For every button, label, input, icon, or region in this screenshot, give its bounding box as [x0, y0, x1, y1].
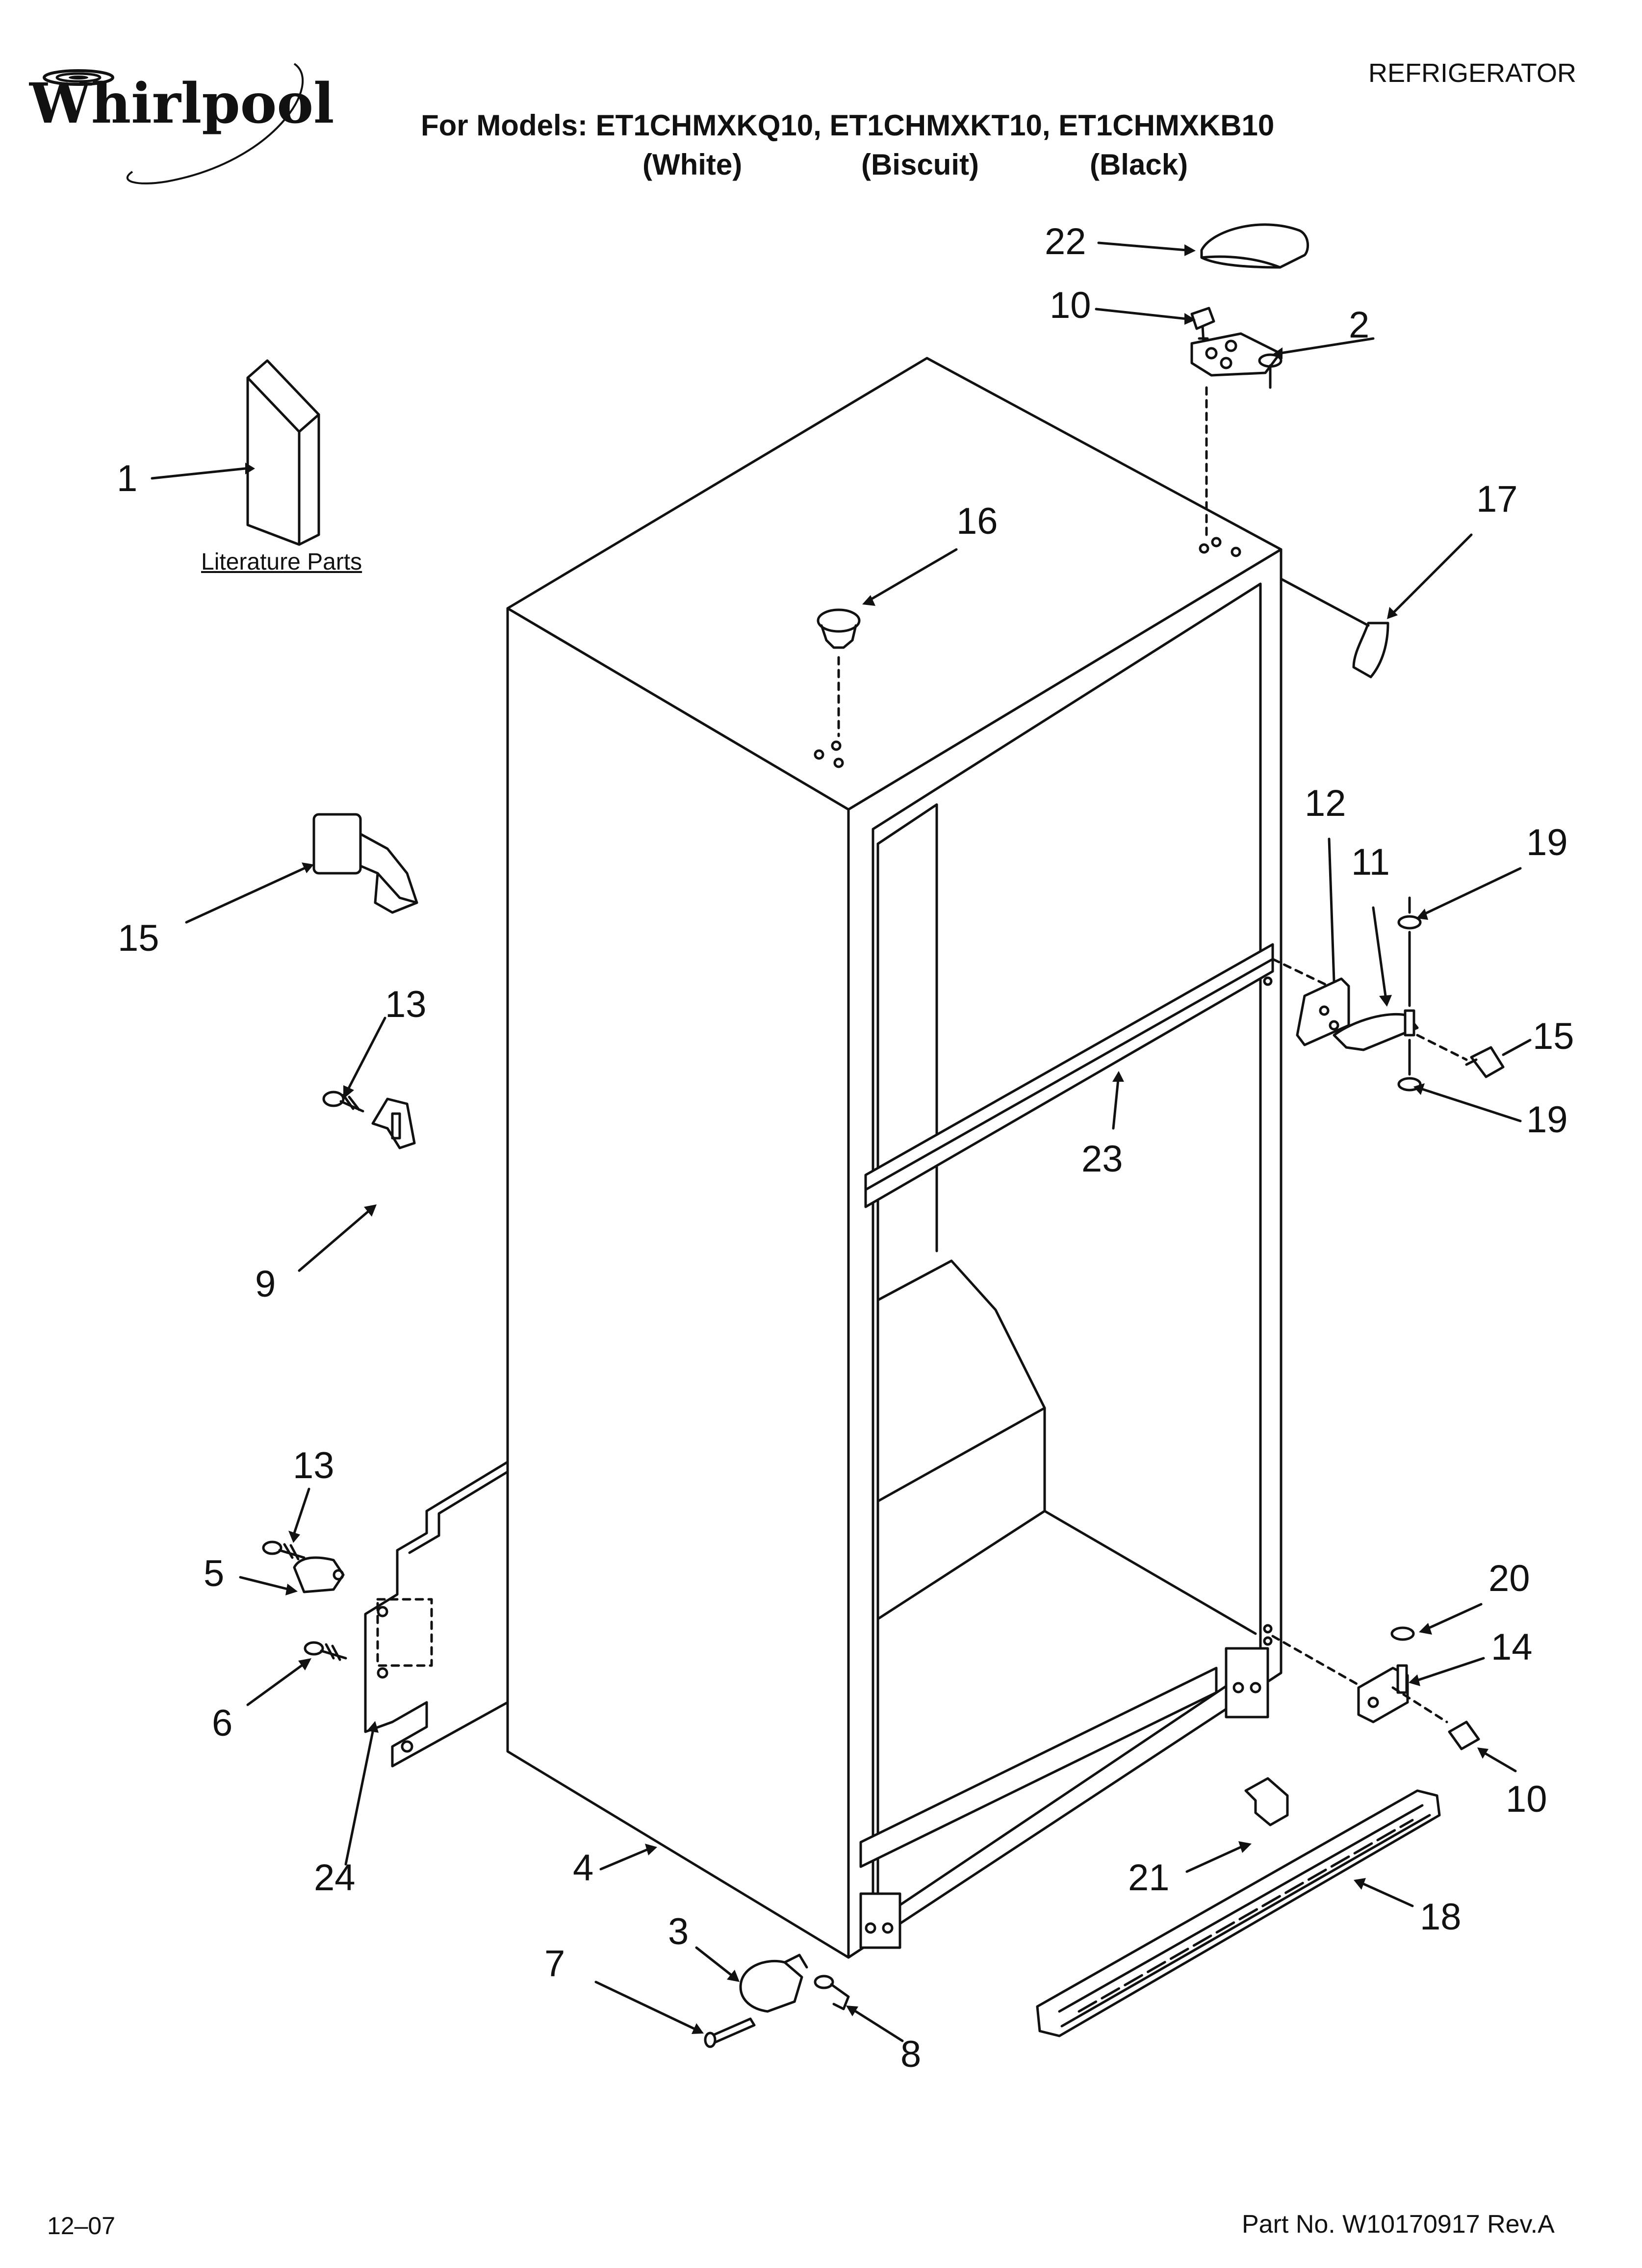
screw-and-clip-upper	[322, 1091, 416, 1149]
callout-7: 7	[544, 1943, 565, 1984]
callout-12: 12	[1305, 782, 1346, 824]
callout-3: 3	[668, 1911, 689, 1953]
callout-6: 6	[212, 1702, 233, 1744]
screws-and-clamp-lower	[262, 1540, 347, 1661]
callout-4: 4	[573, 1847, 594, 1889]
callout-5: 5	[204, 1553, 225, 1594]
color-biscuit: (Biscuit)	[861, 148, 979, 181]
top-hinge-cover	[1200, 223, 1309, 269]
models-line: For Models: ET1CHMXKQ10, ET1CHMXKT10, ET…	[421, 109, 1275, 142]
center-hinge-assembly	[1271, 896, 1505, 1092]
callout-9: 9	[255, 1263, 276, 1305]
callout-22: 22	[1045, 221, 1086, 262]
bottom-hinge-assembly	[1271, 1626, 1480, 1750]
callout-19-upper: 19	[1526, 822, 1568, 863]
callout-16: 16	[956, 500, 998, 542]
literature-booklet	[246, 359, 320, 546]
callout-10-top: 10	[1050, 285, 1091, 326]
back-bracket	[364, 1460, 509, 1768]
callout-10-bottom: 10	[1506, 1778, 1547, 1820]
color-black: (Black)	[1090, 148, 1188, 181]
base-grille	[1036, 1789, 1441, 2037]
callout-18: 18	[1420, 1896, 1462, 1938]
color-white: (White)	[642, 148, 743, 181]
revision-date: 12–07	[47, 2212, 116, 2240]
callout-11: 11	[1351, 841, 1390, 883]
callout-2: 2	[1349, 304, 1370, 346]
callout-24: 24	[314, 1857, 356, 1899]
grille-clip	[1244, 1777, 1289, 1826]
callout-15-left: 15	[118, 917, 159, 959]
whirlpool-logo: Whirlpool	[29, 63, 334, 184]
callout-leaders	[151, 241, 1532, 2042]
refrigerator-cabinet	[506, 357, 1283, 1959]
appliance-category: REFRIGERATOR	[1368, 58, 1577, 88]
logo-wordmark: Whirlpool	[29, 72, 334, 136]
part-number: Part No. W10170917 Rev.A	[1242, 2210, 1555, 2239]
callout-13-upper: 13	[385, 984, 427, 1025]
literature-parts-label: Literature Parts	[201, 549, 362, 575]
top-plug	[817, 608, 861, 737]
top-hinge	[1190, 332, 1283, 536]
callout-15-right: 15	[1533, 1016, 1574, 1057]
callout-20: 20	[1488, 1558, 1530, 1599]
leveling-parts	[704, 1954, 850, 2048]
hinge-cover-side	[1280, 577, 1389, 678]
callout-8: 8	[900, 2033, 922, 2075]
callout-13-lower: 13	[293, 1445, 334, 1486]
callout-19-lower: 19	[1526, 1099, 1568, 1141]
callout-21: 21	[1128, 1857, 1170, 1899]
callout-23: 23	[1081, 1138, 1123, 1180]
callout-1: 1	[117, 458, 138, 499]
door-stop-left	[312, 813, 418, 914]
callout-17: 17	[1476, 478, 1518, 520]
callout-14: 14	[1491, 1626, 1533, 1668]
